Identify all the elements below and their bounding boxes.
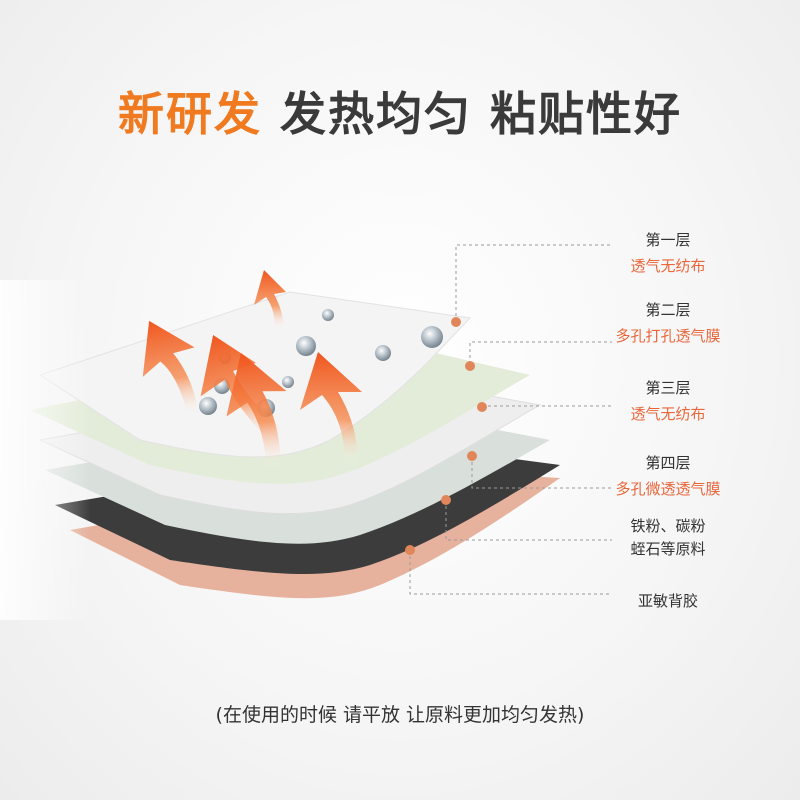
headline: 新研发发热均匀粘贴性好	[0, 78, 800, 144]
marker-dot	[477, 402, 487, 412]
marker-dot	[405, 545, 415, 555]
heat-arrow-icon	[226, 353, 287, 470]
layer-2-material: 多孔打孔透气膜	[615, 327, 721, 345]
layer-1-label: 第一层 透气无纺布	[588, 227, 748, 279]
marker-dot	[465, 361, 475, 371]
layer-3-label: 第三层 透气无纺布	[588, 375, 748, 427]
powder-line-2: 蛭石等原料	[630, 540, 706, 558]
powder-line-1: 铁粉、碳粉	[630, 517, 706, 535]
headline-accent: 新研发	[118, 87, 262, 141]
heat-arrow-icon	[142, 320, 199, 418]
heat-arrow-icon	[254, 270, 286, 330]
marker-dot	[451, 317, 461, 327]
usage-caption: (在使用的时候 请平放 让原料更加均匀发热)	[215, 704, 585, 726]
powder-label: 铁粉、碳粉 蛭石等原料	[588, 515, 748, 561]
adhesive-material: 亚敏背胶	[637, 592, 698, 610]
layer-2-name: 第二层	[645, 301, 691, 319]
layer-2-label: 第二层 多孔打孔透气膜	[588, 297, 748, 349]
layer-3-material: 透气无纺布	[630, 405, 706, 423]
layer-markers	[405, 317, 487, 555]
layer-1-name: 第一层	[645, 231, 691, 249]
marker-dot	[467, 451, 477, 461]
layer-4-label: 第四层 多孔微透透气膜	[588, 450, 748, 502]
heat-arrow-icon	[300, 352, 362, 465]
marker-dot	[441, 495, 451, 505]
layer-3-name: 第三层	[645, 379, 691, 397]
leader-lines	[409, 244, 612, 595]
layer-1-material: 透气无纺布	[630, 257, 706, 275]
headline-part3: 粘贴性好	[490, 87, 682, 141]
layer-4-material: 多孔微透透气膜	[615, 480, 721, 498]
layer-4-name: 第四层	[645, 454, 691, 472]
adhesive-label: 亚敏背胶	[588, 588, 748, 614]
heat-arrows	[142, 270, 362, 470]
headline-part2: 发热均匀	[280, 87, 472, 141]
